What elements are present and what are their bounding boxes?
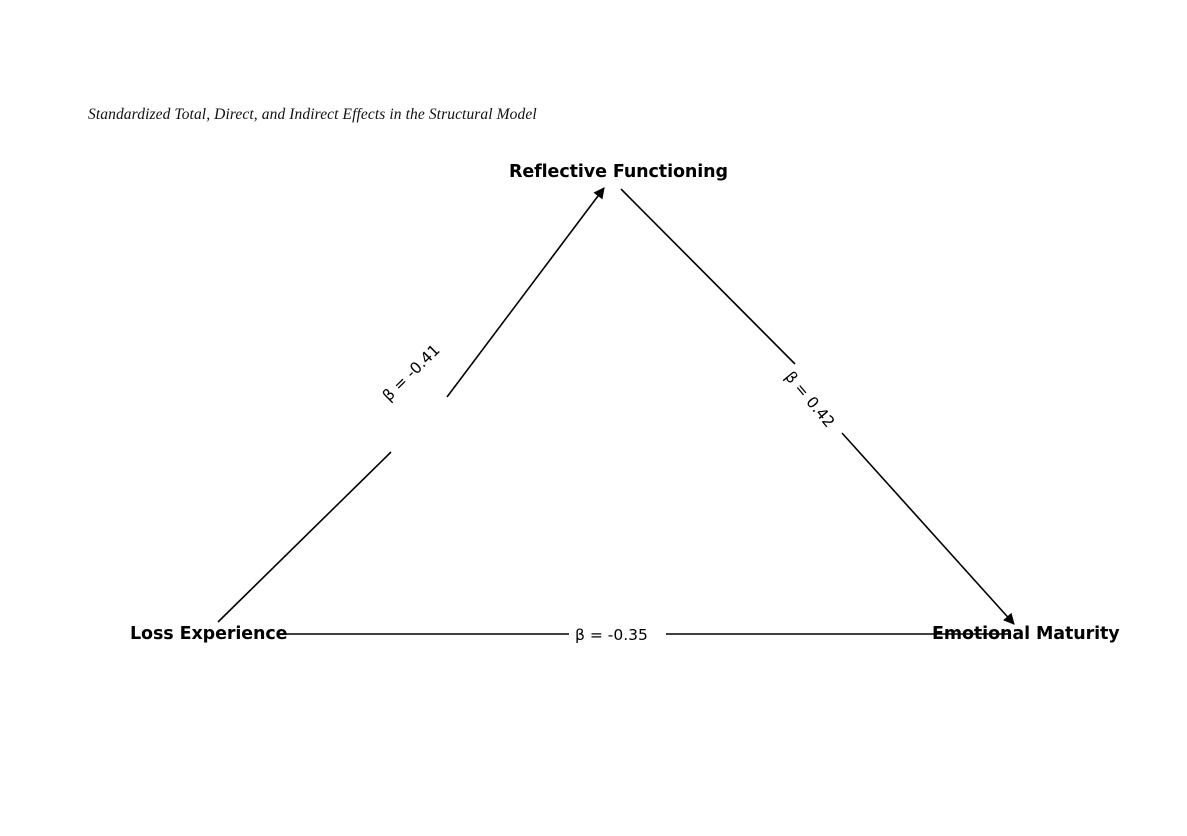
edge-reflective-to-emotional-segment-lower bbox=[841, 432, 1015, 625]
page-title: Standardized Total, Direct, and Indirect… bbox=[88, 106, 537, 123]
node-loss-experience: Loss Experience bbox=[130, 624, 288, 644]
edge-loss-to-reflective bbox=[217, 187, 605, 623]
edge-loss-to-reflective-segment-upper bbox=[446, 187, 605, 398]
edge-reflective-to-emotional-segment-upper bbox=[620, 188, 796, 365]
edge-label-loss-to-emotional: β = -0.35 bbox=[575, 626, 648, 644]
edge-loss-to-reflective-segment-lower bbox=[217, 451, 392, 623]
node-emotional-maturity: Emotional Maturity bbox=[932, 624, 1120, 644]
edge-reflective-to-emotional bbox=[620, 188, 1015, 625]
node-reflective-functioning: Reflective Functioning bbox=[509, 162, 728, 182]
